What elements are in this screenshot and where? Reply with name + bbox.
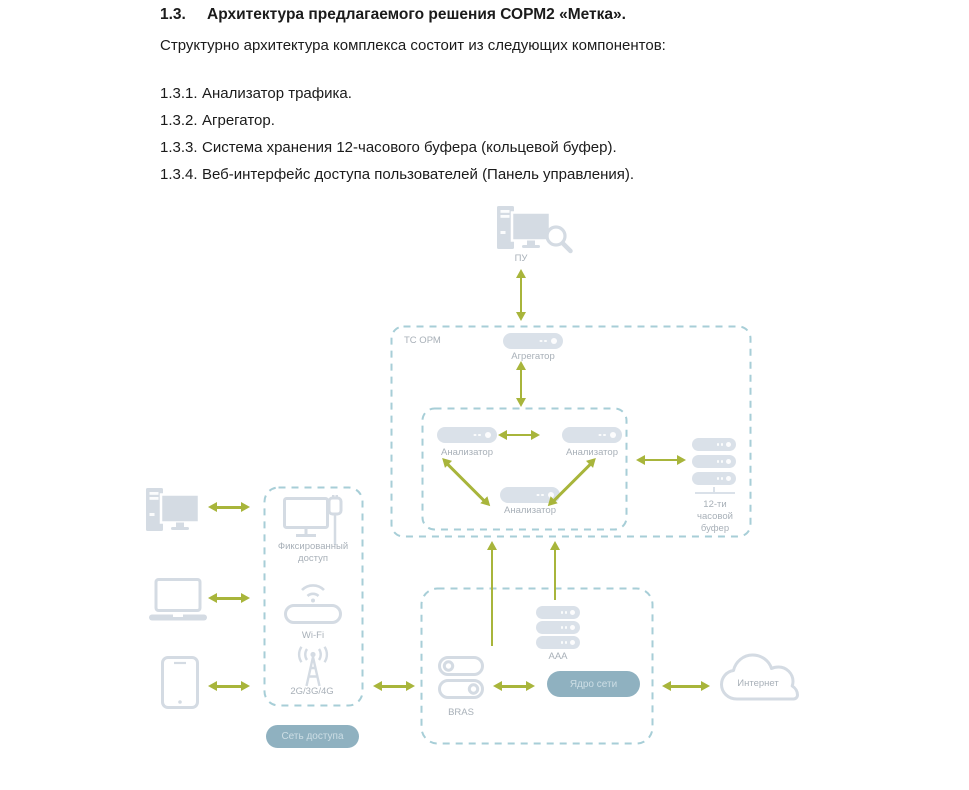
list-item-2: 1.3.2.Агрегатор. bbox=[160, 112, 275, 129]
analyzer-3-server-icon bbox=[500, 487, 560, 503]
arrow-bras-core bbox=[501, 685, 527, 688]
buffer-label-line3: буфер bbox=[700, 523, 730, 534]
section-title: Архитектура предлагаемого решения СОРМ2 … bbox=[207, 6, 626, 23]
arrow-phone-access bbox=[216, 685, 242, 688]
analyzers-box bbox=[421, 407, 628, 536]
bras-toggle-icon-2 bbox=[438, 679, 484, 704]
fixed-access-label-line2: доступ bbox=[298, 553, 328, 564]
buffer-server-icon-2 bbox=[692, 455, 736, 468]
arrow-access-core bbox=[381, 685, 407, 688]
aaa-server-icon-2 bbox=[536, 621, 580, 634]
smartphone-icon bbox=[161, 656, 199, 715]
arrow-analyzer1-analyzer2 bbox=[506, 433, 532, 436]
buffer-stand-base bbox=[695, 492, 735, 494]
list-item-2-text: Агрегатор. bbox=[202, 112, 275, 129]
desktop-computer-icon bbox=[146, 488, 202, 543]
access-network-box bbox=[263, 486, 364, 712]
internet-label: Интернет bbox=[737, 678, 779, 689]
list-item-3: 1.3.3.Система хранения 12-часового буфер… bbox=[160, 139, 617, 156]
buffer-server-icon-3 bbox=[692, 472, 736, 485]
arrow-analyzers-buffer bbox=[644, 458, 678, 461]
core-network-pill: Ядро сети bbox=[547, 671, 640, 697]
aaa-label: AAA bbox=[548, 651, 568, 662]
arrow-core-internet bbox=[670, 685, 702, 688]
list-item-1-text: Анализатор трафика. bbox=[202, 85, 352, 102]
analyzer-2-server-icon bbox=[562, 427, 622, 443]
list-item-3-text: Система хранения 12-часового буфера (кол… bbox=[202, 139, 617, 156]
buffer-server-icon-1 bbox=[692, 438, 736, 451]
buffer-label-line1: 12-ти bbox=[703, 499, 727, 510]
list-item-1: 1.3.1.Анализатор трафика. bbox=[160, 85, 352, 102]
fixed-access-monitor-plug-icon bbox=[283, 495, 347, 552]
internet-cloud-icon bbox=[716, 650, 800, 713]
arrow-laptop-access bbox=[216, 597, 242, 600]
cell-tower-icon bbox=[287, 646, 339, 693]
aaa-server-icon-3 bbox=[536, 636, 580, 649]
analyzer-1-label: Анализатор bbox=[441, 447, 493, 458]
access-network-pill: Сеть доступа bbox=[266, 725, 359, 748]
arrow-uplink-bras-analyzers bbox=[490, 549, 494, 646]
fixed-access-label-line1: Фиксированный bbox=[277, 541, 349, 552]
aggregator-label: Агрегатор bbox=[511, 351, 555, 362]
bras-toggle-icon-1 bbox=[438, 656, 484, 681]
arrow-aggregator-analyzers bbox=[519, 369, 522, 399]
intro-paragraph: Структурно архитектура комплекса состоит… bbox=[160, 37, 666, 54]
laptop-icon bbox=[149, 578, 207, 626]
aggregator-server-icon bbox=[503, 333, 563, 349]
section-heading: 1.3. Архитектура предлагаемого решения СО… bbox=[160, 6, 626, 24]
arrow-desktop-access bbox=[216, 506, 242, 509]
list-item-2-number: 1.3.2. bbox=[160, 112, 198, 129]
bras-label: BRAS bbox=[448, 707, 474, 718]
wifi-router-icon bbox=[284, 577, 342, 629]
tsorm-box bbox=[390, 325, 752, 543]
aaa-server-icon-1 bbox=[536, 606, 580, 619]
list-item-4-number: 1.3.4. bbox=[160, 166, 198, 183]
pu-computer-search-icon bbox=[497, 206, 575, 261]
analyzer-3-label: Анализатор bbox=[504, 505, 556, 516]
list-item-4: 1.3.4.Веб-интерфейс доступа пользователе… bbox=[160, 166, 634, 183]
pu-label: ПУ bbox=[514, 253, 528, 264]
arrow-uplink-aaa-analyzers bbox=[553, 549, 557, 600]
analyzer-1-server-icon bbox=[437, 427, 497, 443]
list-item-4-text: Веб-интерфейс доступа пользователей (Пан… bbox=[202, 166, 635, 183]
arrow-pu-tsorm bbox=[519, 277, 522, 313]
analyzer-2-label: Анализатор bbox=[566, 447, 618, 458]
core-network-box bbox=[420, 587, 654, 750]
list-item-3-number: 1.3.3. bbox=[160, 139, 198, 156]
mobile-access-label: 2G/3G/4G bbox=[290, 686, 334, 697]
list-item-1-number: 1.3.1. bbox=[160, 85, 198, 102]
buffer-label-line2: часовой bbox=[697, 511, 733, 522]
buffer-stand bbox=[713, 487, 715, 492]
wifi-label: Wi-Fi bbox=[301, 630, 325, 641]
tsorm-label: ТС ОРМ bbox=[404, 335, 441, 346]
section-number: 1.3. bbox=[160, 6, 186, 23]
